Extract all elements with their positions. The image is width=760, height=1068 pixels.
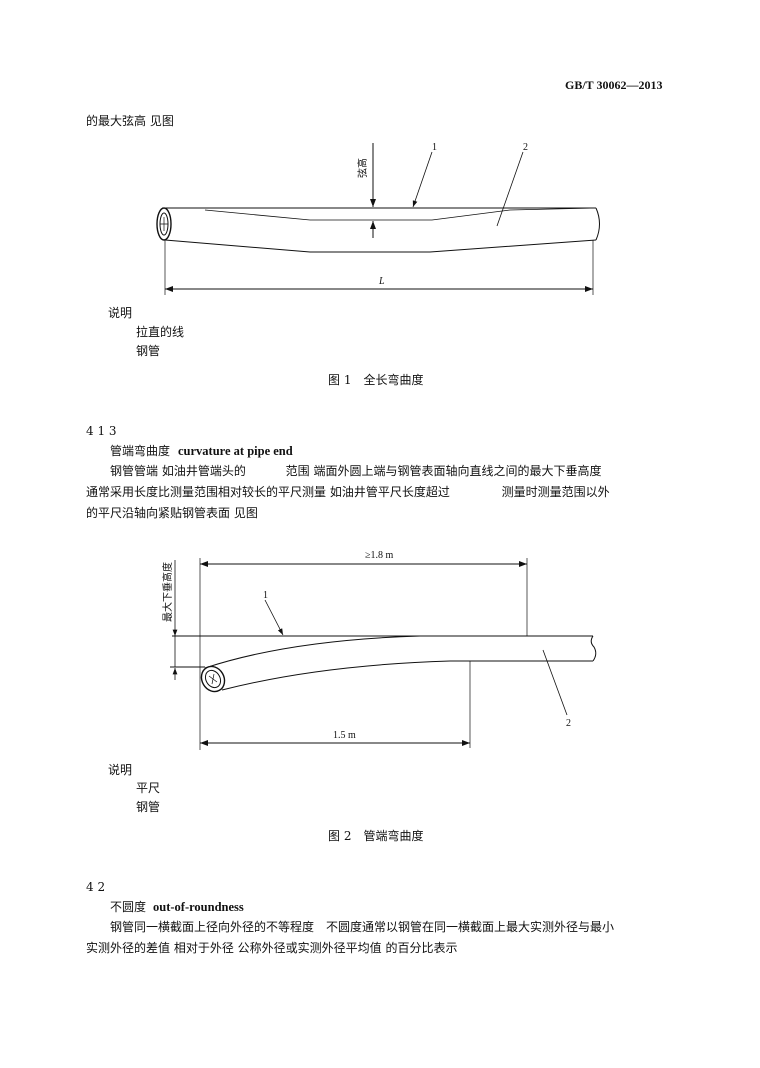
chord-height-label: 弦高	[356, 158, 369, 178]
legend-item: 拉直的线	[136, 325, 185, 339]
callout-1: 1	[432, 142, 437, 153]
figure2-drawing	[170, 558, 597, 750]
legend-item: 钢管	[136, 800, 161, 814]
legend-item: 平尺	[136, 781, 161, 795]
section-number: 4 2	[86, 880, 106, 894]
term-en: curvature at pipe end	[178, 444, 293, 458]
dimension-top: ≥1.8 m	[365, 550, 393, 561]
callout-2: 2	[566, 718, 571, 729]
standard-code: GB/T 30062—2013	[565, 78, 663, 92]
legend-title: 说明	[108, 763, 133, 777]
callout-2: 2	[523, 142, 528, 153]
paragraph-line: 钢管同一横截面上径向外径的不等程度 不圆度通常以钢管在同一横截面上最大实测外径与…	[110, 920, 615, 934]
figure-caption: 图 1 全长弯曲度	[328, 373, 424, 387]
dimension-bottom: 1.5 m	[333, 730, 356, 741]
figure-caption: 图 2 管端弯曲度	[328, 829, 424, 843]
section-number: 4 1 3	[86, 424, 117, 438]
max-sag-label: 最大下垂高度	[161, 562, 174, 622]
term-en: out-of-roundness	[153, 900, 244, 914]
callout-1: 1	[263, 590, 268, 601]
paragraph-line: 的平尺沿轴向紧贴钢管表面 见图	[86, 506, 258, 520]
term-cn: 管端弯曲度	[110, 444, 171, 458]
intro-line: 的最大弦高 见图	[86, 114, 174, 128]
dimension-L: L	[378, 276, 385, 287]
figure1-drawing	[156, 143, 600, 295]
paragraph-line: 钢管管端 如油井管端头的 范围 端面外圆上端与钢管表面轴向直线之间的最大下垂高度	[110, 464, 602, 478]
paragraph-line: 通常采用长度比测量范围相对较长的平尺测量 如油井管平尺长度超过 测量时测量范围以…	[86, 485, 610, 499]
legend-item: 钢管	[136, 344, 161, 358]
paragraph-line: 实测外径的差值 相对于外径 公称外径或实测外径平均值 的百分比表示	[86, 941, 458, 955]
term-cn: 不圆度	[110, 900, 147, 914]
legend-title: 说明	[108, 306, 133, 320]
